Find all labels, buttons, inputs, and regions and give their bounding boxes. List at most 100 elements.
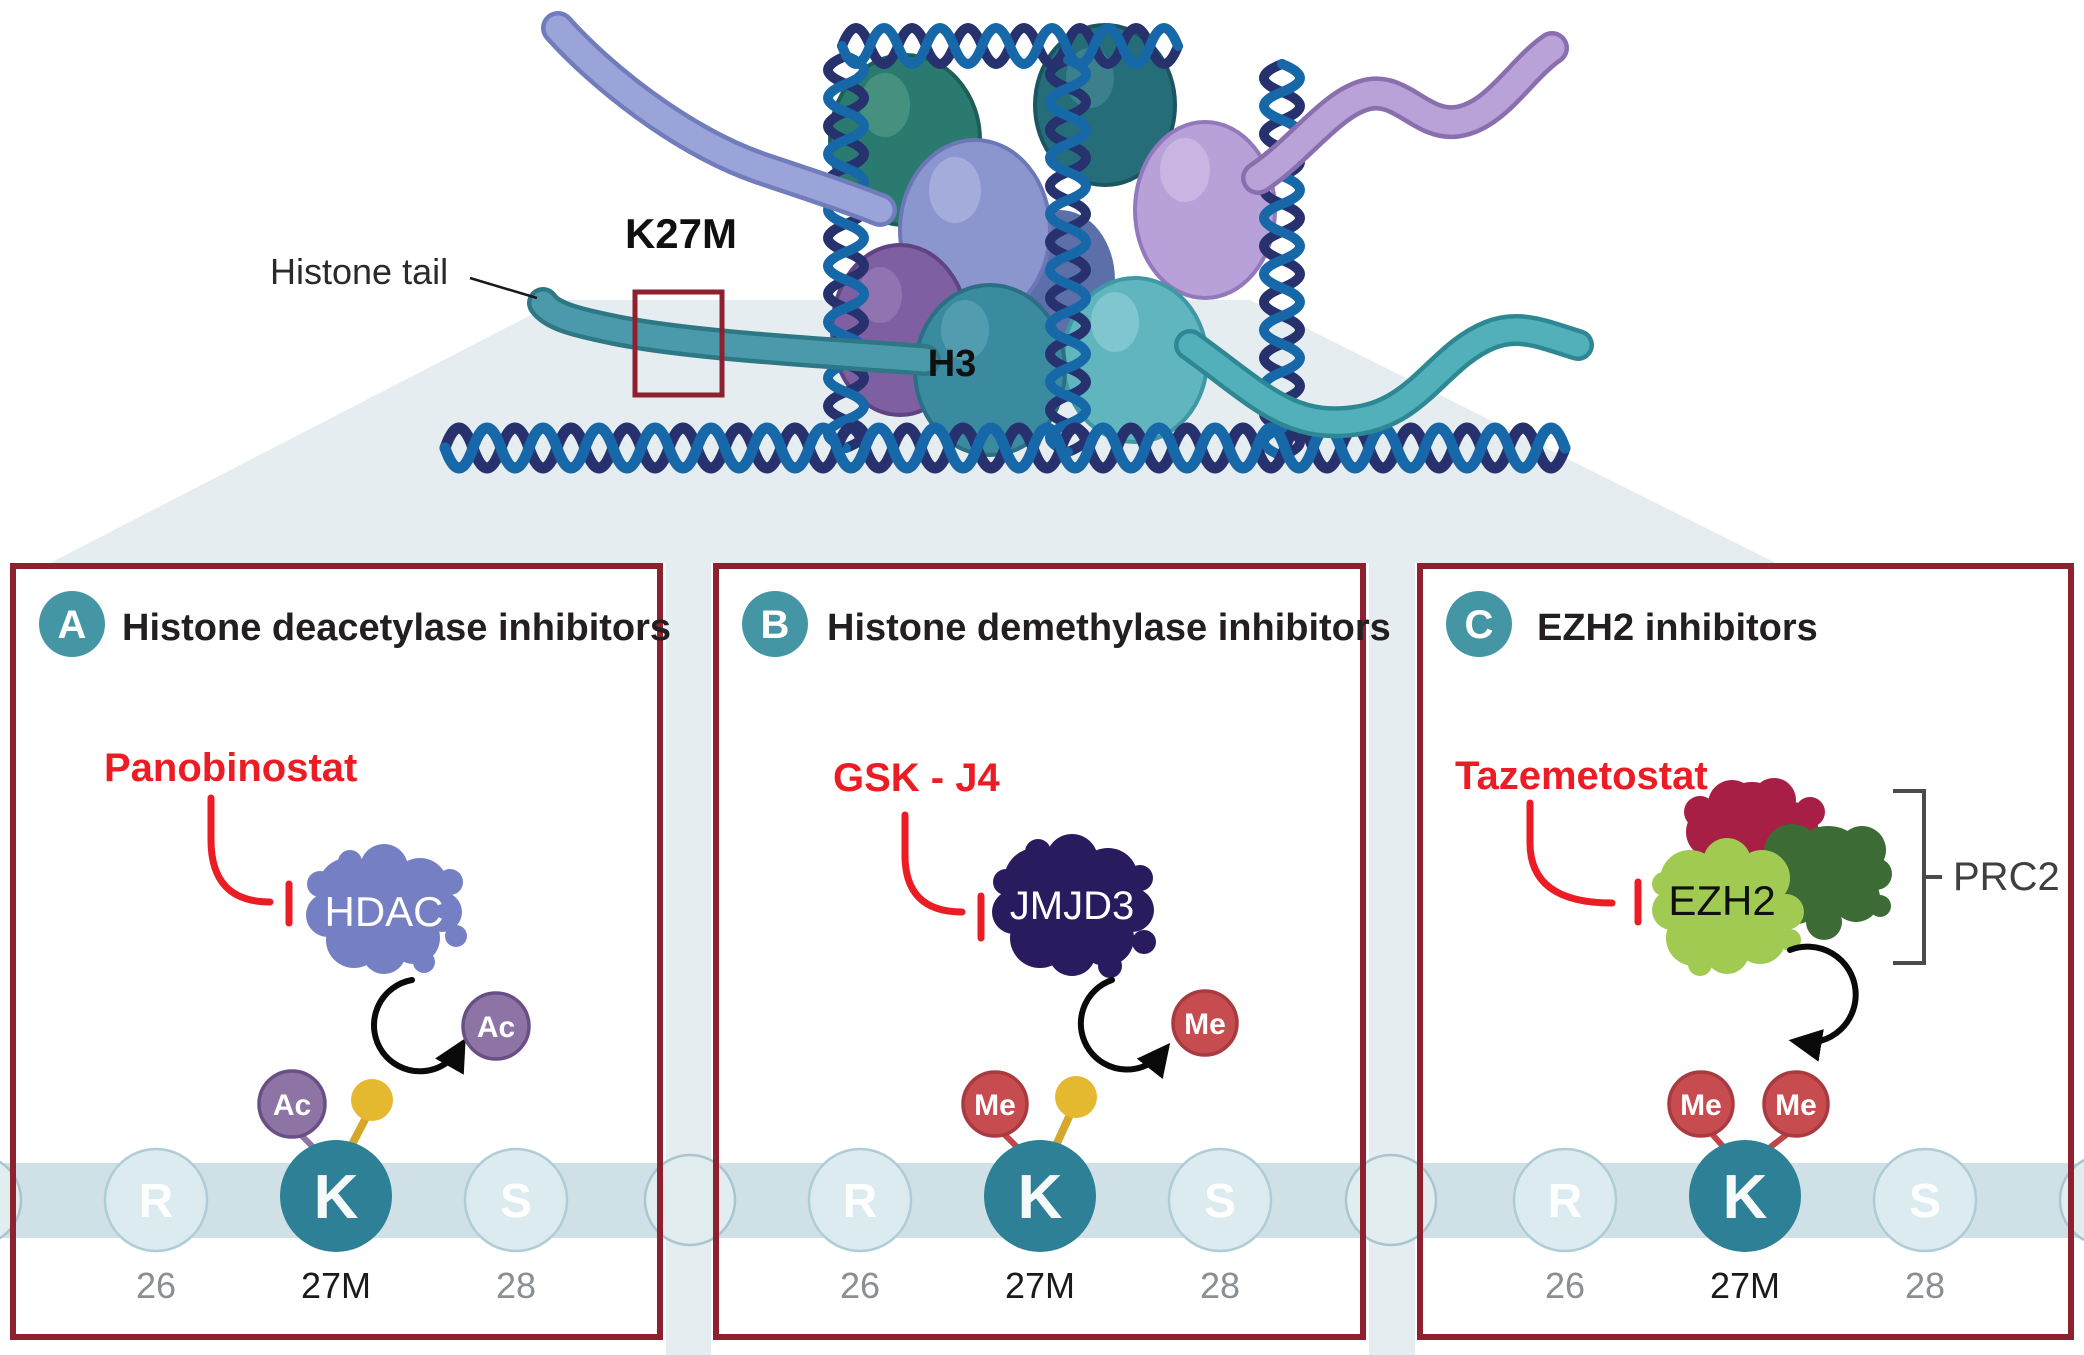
panel-c-border	[1417, 563, 2074, 1340]
jmjd3-label: JMJD3	[1010, 884, 1134, 928]
panel-badge-a-letter: A	[58, 603, 87, 647]
panel-badge-c	[1446, 591, 1512, 657]
residue-spacer-circle	[1344, 1153, 1438, 1247]
histone-highlight	[929, 157, 981, 223]
methyl-badge-label: Me	[974, 1089, 1016, 1122]
catalysis-arrow-icon	[1787, 943, 1859, 1062]
panel-a-title: Histone deacetylase inhibitors	[122, 607, 671, 649]
inhibition-curve	[207, 794, 274, 906]
methyl-badge	[1667, 1070, 1735, 1138]
methyl-badge	[1171, 989, 1239, 1057]
inhibition-arrow-icon	[207, 794, 293, 927]
periwinkle-tail	[545, 15, 893, 223]
inhibition-arrow-icon	[901, 811, 985, 942]
residue-letter-k: K	[314, 1163, 359, 1232]
histone-highlight	[860, 73, 910, 137]
catalysis-arrow-icon	[1077, 977, 1171, 1080]
residue-number: 28	[496, 1265, 536, 1306]
residue-number: 26	[840, 1265, 880, 1306]
teal-right-tail	[1178, 318, 1590, 434]
methyl-badge	[1762, 1070, 1830, 1138]
ezh2-label: EZH2	[1668, 877, 1775, 924]
catalysis-arrow-icon	[371, 977, 466, 1075]
panel-c-title: EZH2 inhibitors	[1537, 607, 1818, 649]
methyl-badge-label: Me	[1184, 1008, 1226, 1041]
prc2-bracket-icon	[1893, 789, 1942, 965]
acetyl-badge-label: Ac	[477, 1011, 515, 1044]
panel-hdac-inhibitors: HDAC Ac Ac	[207, 794, 531, 1252]
histone-highlight	[941, 300, 989, 360]
residue-letter-r: R	[843, 1175, 878, 1228]
yellow-lollipop-icon	[351, 1079, 393, 1121]
ezh2-enzyme-blob	[1652, 838, 1804, 976]
inhibition-arrow-icon	[1526, 799, 1642, 926]
residue-letter-s: S	[500, 1175, 532, 1228]
residue-letter-s: S	[1204, 1175, 1236, 1228]
residue-numbers: 26 27M 28 26 27M 28 26 27M 28	[136, 1265, 1945, 1306]
panel-borders	[10, 563, 2074, 1340]
panel-b-title: Histone demethylase inhibitors	[827, 607, 1391, 649]
residue-circle-s	[1167, 1147, 1273, 1253]
histone-highlight	[1160, 138, 1210, 202]
panel-ezh2-inhibitors: EZH2 PRC2 Me Me	[1526, 778, 2060, 1252]
residue-circle-k-mutant	[280, 1140, 392, 1252]
residue-letter-k: K	[1018, 1163, 1063, 1232]
residue-circle-s	[1872, 1147, 1978, 1253]
panel-badge-b-letter: B	[761, 603, 790, 647]
mutation-box-icon	[632, 289, 725, 398]
inhibition-curve	[901, 811, 966, 916]
panel-badge-b	[742, 591, 808, 657]
residue-number-mutant: 27M	[1005, 1265, 1075, 1306]
nucleosome: H3	[439, 11, 1594, 474]
residue-circle-k-mutant	[984, 1140, 1096, 1252]
lavender-tail	[1245, 35, 1565, 191]
residue-number: 28	[1200, 1265, 1240, 1306]
residue-letter-s: S	[1909, 1175, 1941, 1228]
acetyl-badge	[257, 1069, 327, 1139]
residue-circle-s	[463, 1147, 569, 1253]
panel-badge-c-letter: C	[1465, 603, 1494, 647]
panel-badge-a	[39, 591, 105, 657]
panel-b-border	[713, 563, 1366, 1340]
residue-spacer-circle	[643, 1153, 737, 1247]
panel-a-border	[10, 563, 663, 1340]
histone-tail-pointer-line	[469, 276, 538, 300]
hdac-enzyme-blob	[306, 844, 467, 974]
inhibition-curve	[1526, 799, 1616, 907]
acetyl-badge	[461, 991, 531, 1061]
residue-spacer-circles	[0, 1153, 2084, 1247]
residue-circle-k-mutant	[1689, 1140, 1801, 1252]
residue-letters: R K S R K S R K S	[139, 1163, 1941, 1232]
histone-highlight	[858, 267, 902, 323]
histone-tails	[527, 11, 1594, 439]
residue-circle-r	[103, 1147, 209, 1253]
drug-name-gsk-j4: GSK - J4	[833, 756, 1000, 800]
h3-histone-label: H3	[928, 343, 977, 385]
yellow-lollipop-icon	[1055, 1076, 1097, 1118]
methyl-badge-label: Me	[1775, 1089, 1817, 1122]
histone-highlight	[1091, 292, 1139, 352]
methyl-badge	[961, 1070, 1029, 1138]
residue-circle-r	[1512, 1147, 1618, 1253]
histone-ellipse-lavender	[1133, 120, 1277, 300]
hdac-label: HDAC	[324, 888, 443, 935]
residue-letter-k: K	[1723, 1163, 1768, 1232]
acetyl-badge-label: Ac	[273, 1089, 311, 1122]
drug-name-tazemetostat: Tazemetostat	[1455, 754, 1708, 798]
residue-letter-r: R	[1548, 1175, 1583, 1228]
methyl-badge-label: Me	[1680, 1089, 1722, 1122]
panel-headers: A Histone deacetylase inhibitors B Histo…	[39, 591, 1818, 657]
residue-number: 26	[136, 1265, 176, 1306]
residue-number: 28	[1905, 1265, 1945, 1306]
h3-tail	[531, 291, 937, 372]
histone-tail-label: Histone tail	[270, 251, 448, 292]
jmjd3-enzyme-blob	[992, 834, 1156, 978]
residue-number: 26	[1545, 1265, 1585, 1306]
annotations: Histone tail K27M	[270, 210, 737, 398]
prc2-label: PRC2	[1953, 855, 2060, 899]
panel-demethylase-inhibitors: JMJD3 Me Me	[901, 811, 1239, 1252]
k27m-mutation-label: K27M	[625, 210, 737, 257]
drug-name-panobinostat: Panobinostat	[104, 746, 357, 790]
